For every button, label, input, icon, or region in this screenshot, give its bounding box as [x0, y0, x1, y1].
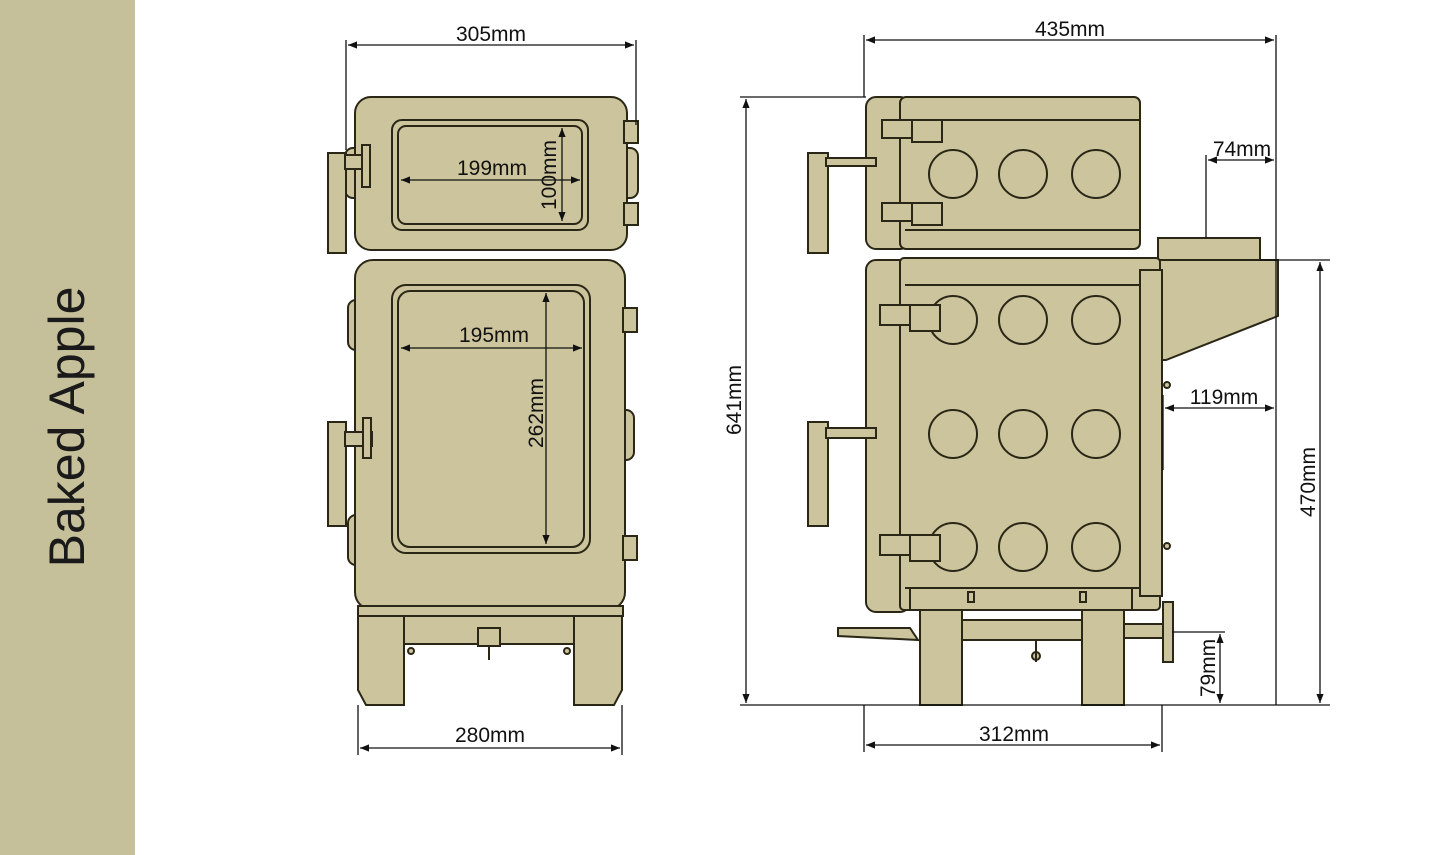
front-lower-hinge-top [622, 307, 638, 333]
label-side-overall-height: 641mm [723, 365, 746, 435]
side-upper-vent-2 [998, 149, 1048, 199]
front-base-plate [357, 605, 624, 617]
side-flue-duct [1149, 259, 1279, 361]
front-lower-window-inner [397, 290, 585, 548]
side-flue-collar [1157, 237, 1261, 261]
side-rear-leg [1081, 609, 1125, 706]
side-lower-hinge-bottom-plate [909, 534, 941, 562]
front-lower-handle [327, 421, 347, 527]
sidebar-background [0, 0, 135, 855]
sidebar-title-layer: Baked Apple [0, 0, 135, 855]
label-front-overall-width: 305mm [456, 23, 526, 46]
side-lower-rear-panel [1139, 269, 1163, 597]
front-rivet-right [563, 647, 571, 655]
side-view [807, 96, 1279, 706]
side-base-frame [909, 587, 1133, 611]
side-air-intake [1123, 623, 1165, 639]
side-upper-handle-rod [825, 157, 877, 167]
front-left-leg [357, 615, 405, 706]
front-ash-drawer-knob [477, 627, 501, 647]
label-upper-window-height: 100mm [538, 140, 561, 210]
side-ash-drawer [961, 619, 1083, 641]
side-rivet-lower [1163, 542, 1171, 550]
front-upper-window-inner [397, 125, 583, 225]
side-lower-vent-8 [998, 522, 1048, 572]
label-side-overall-depth: 435mm [1035, 18, 1105, 41]
side-lower-vent-4 [928, 409, 978, 459]
side-upper-hinge-bottom-plate [911, 202, 943, 226]
side-upper-vent-3 [1071, 149, 1121, 199]
label-side-base-depth: 312mm [979, 723, 1049, 746]
label-flue-offset: 74mm [1213, 138, 1271, 161]
dimension-labels: 305mm 199mm 100mm 195mm 262mm 280mm 435m… [455, 18, 1320, 747]
side-lower-hinge-bottom [879, 534, 911, 556]
side-lower-handle-rod [825, 427, 877, 439]
side-base-stud-2 [1079, 591, 1087, 603]
side-ash-drawer-handle [837, 627, 920, 642]
side-lower-vent-6 [1071, 409, 1121, 459]
front-upper-latch [361, 144, 371, 188]
side-base-stud-1 [967, 591, 975, 603]
side-lower-hinge-top [879, 304, 911, 326]
side-upper-hinge-top-plate [911, 119, 943, 143]
front-lower-window-outer [391, 284, 591, 554]
label-flue-height: 470mm [1297, 447, 1320, 517]
side-upper-hinge-top [881, 119, 913, 139]
front-upper-window-outer [391, 119, 589, 231]
dimension-lines [345, 35, 1330, 755]
side-air-intake-flange [1162, 601, 1174, 663]
front-lower-latch [362, 417, 372, 459]
front-upper-hinge-top [623, 120, 639, 144]
side-lower-vent-2 [998, 295, 1048, 345]
label-front-base-width: 280mm [455, 724, 525, 747]
side-lower-hinge-top-plate [909, 304, 941, 332]
front-lower-hinge-bottom [622, 535, 638, 561]
side-lower-vent-9 [1071, 522, 1121, 572]
label-leg-height: 79mm [1197, 639, 1220, 697]
label-lower-window-height: 262mm [525, 378, 548, 448]
label-upper-window-width: 199mm [457, 157, 527, 180]
side-upper-vent-1 [928, 149, 978, 199]
label-lower-window-width: 195mm [459, 324, 529, 347]
side-lower-vent-3 [1071, 295, 1121, 345]
side-upper-hinge-bottom [881, 202, 913, 222]
front-view [327, 96, 639, 706]
side-lower-handle [807, 421, 829, 527]
label-flue-outlet: 119mm [1190, 386, 1258, 409]
front-rivet-left [407, 647, 415, 655]
front-upper-hinge-bottom [623, 202, 639, 226]
side-rivet-upper [1163, 381, 1171, 389]
front-right-leg [573, 615, 623, 706]
side-front-leg [919, 609, 963, 706]
product-title-overlay: Baked Apple [39, 286, 95, 568]
side-lower-vent-5 [998, 409, 1048, 459]
front-upper-handle [327, 152, 347, 254]
side-upper-handle [807, 152, 829, 254]
